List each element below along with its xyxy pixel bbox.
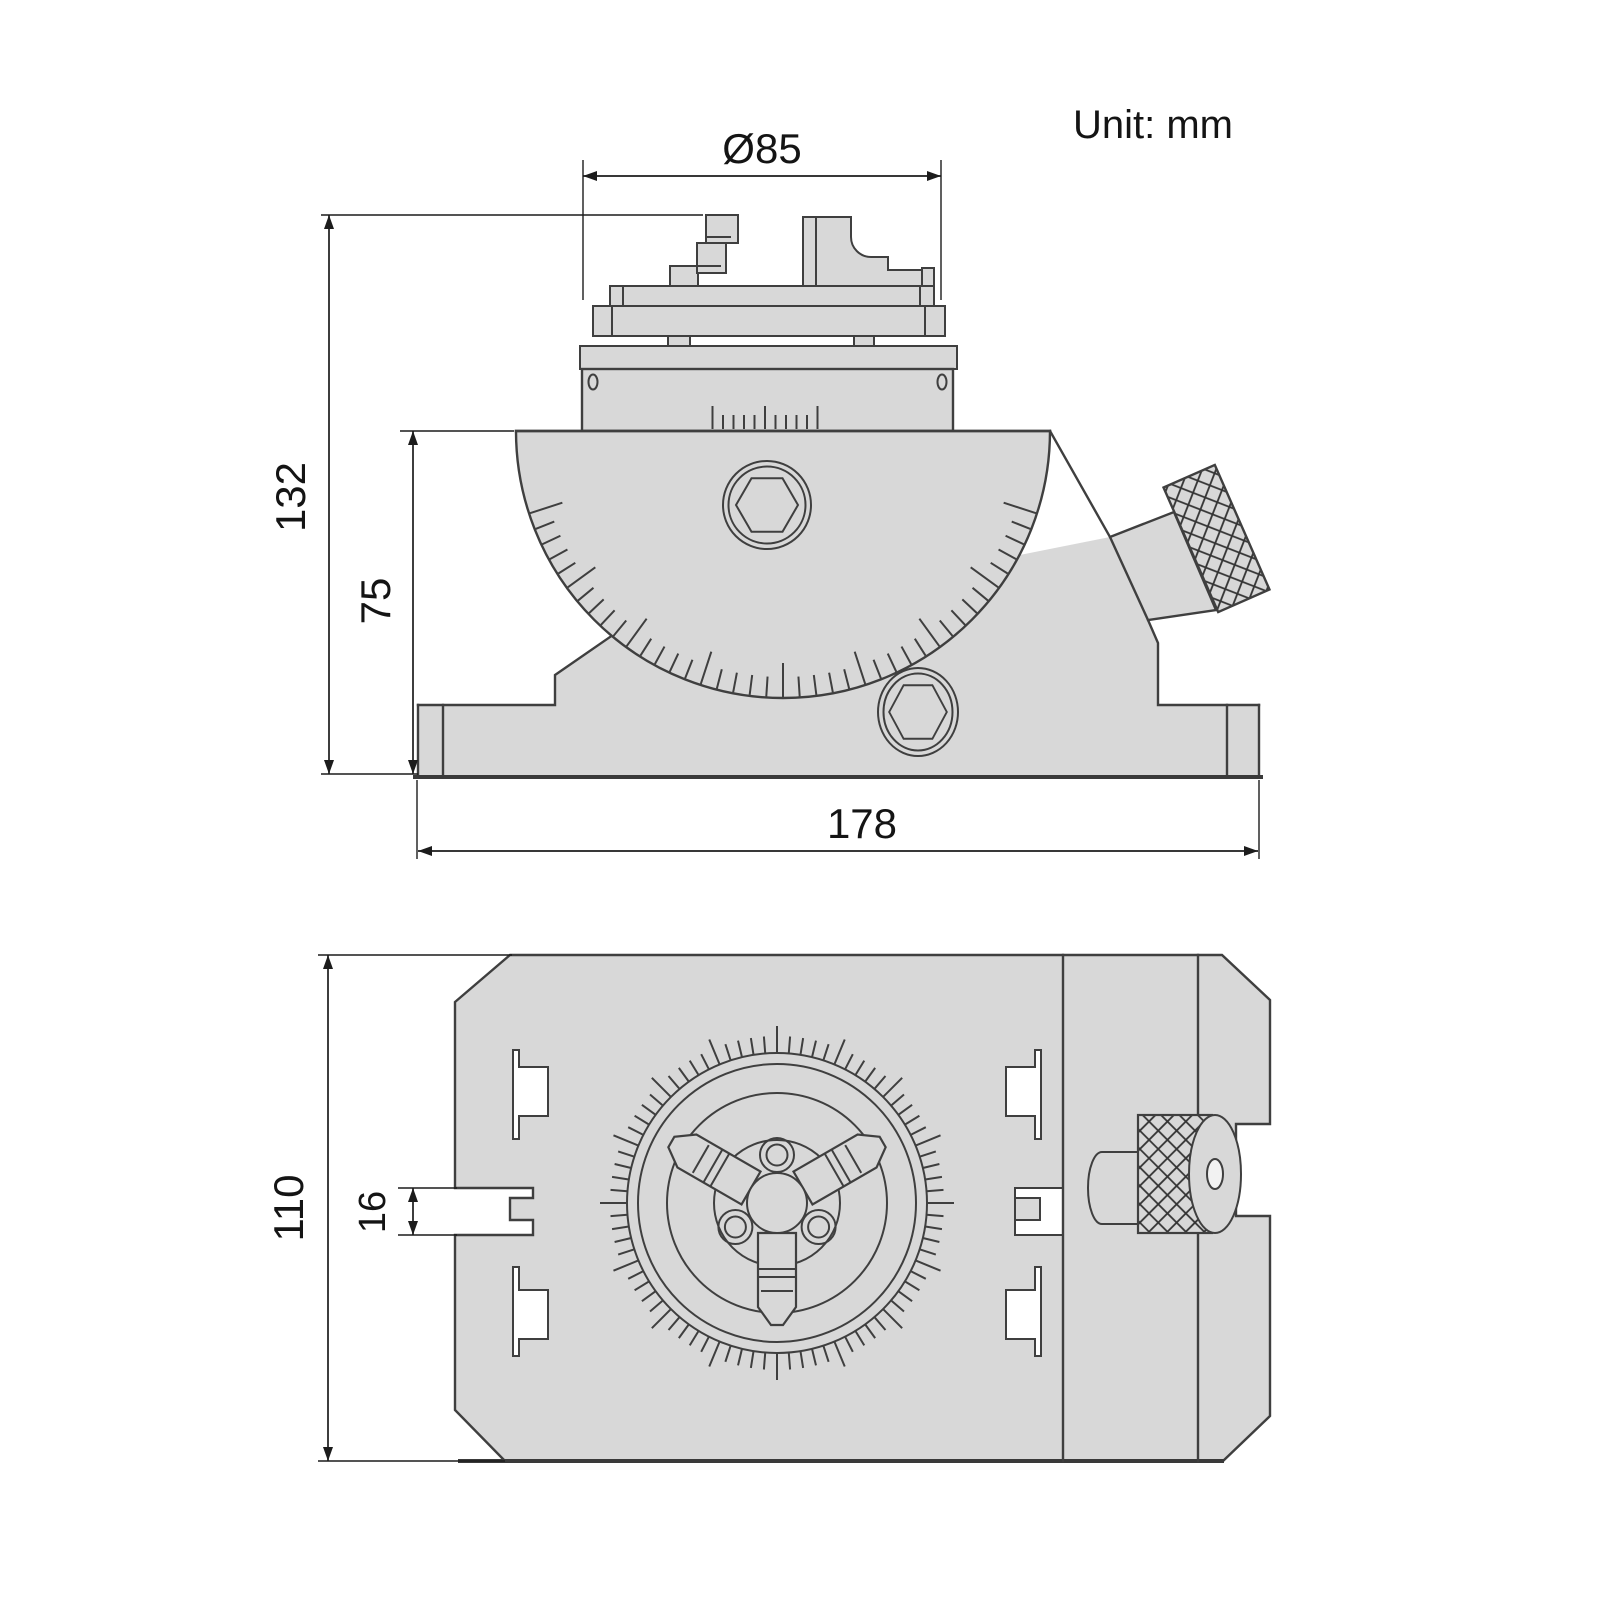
knob-center-hole <box>1206 1158 1224 1190</box>
key-slot-right-tab <box>1014 1197 1041 1221</box>
rotary-table-cylinder <box>580 367 955 433</box>
lock-hex-bolt <box>877 667 959 757</box>
chuck-jaw-arms <box>667 1133 887 1327</box>
pivot-hex-bolt <box>722 460 812 550</box>
chuck-body-disc <box>592 305 946 337</box>
table-screw-right <box>936 373 948 391</box>
table-flange <box>579 345 958 370</box>
dim-label-total-height: 132 <box>267 462 314 532</box>
dim-base-width: 178 <box>416 780 1260 859</box>
chuck-foot-left <box>667 335 691 347</box>
chuck-jaw-step-top <box>705 214 739 244</box>
t-slot-right-lower <box>1005 1266 1042 1357</box>
dim-slot-width: 16 <box>352 1187 457 1236</box>
three-jaw-chuck-side <box>579 214 958 370</box>
protractor-scale <box>529 501 1037 697</box>
t-slot-left-upper <box>512 1049 549 1140</box>
chuck-center-bore <box>746 1172 808 1234</box>
table-screw-left <box>587 373 599 391</box>
t-slot-left-lower <box>512 1266 549 1357</box>
dim-label-swivel-height: 75 <box>352 578 399 625</box>
plan-view: 110 16 <box>265 953 1272 1463</box>
bracket-outline <box>413 429 1263 779</box>
dim-table-diameter: Ø85 <box>582 125 942 300</box>
hex-socket-icon <box>888 684 948 740</box>
swivel-disc <box>514 429 1052 700</box>
chuck-mount-holes <box>717 1137 837 1245</box>
chuck-foot-right <box>853 335 875 347</box>
hex-socket-icon <box>734 477 800 533</box>
t-slot-right-upper <box>1005 1049 1042 1140</box>
side-view: Ø85 132 75 178 <box>267 125 1272 859</box>
dial-scale-ticks <box>600 1026 954 1380</box>
chuck-jaw-right <box>802 216 931 287</box>
unit-label: Unit: mm <box>1073 103 1233 147</box>
dial-and-chuck <box>600 1026 954 1380</box>
knurled-knob-side <box>1161 463 1272 614</box>
dim-swivel-height: 75 <box>352 430 514 774</box>
chuck-jaw-step-mid <box>696 242 727 274</box>
plate-outline <box>453 953 1272 1463</box>
dim-body-depth: 110 <box>265 954 512 1462</box>
dim-label-base-width: 178 <box>827 800 897 847</box>
vernier-scale <box>711 406 819 429</box>
chuck-top-plate <box>609 285 935 307</box>
dim-label-slot-width: 16 <box>352 1191 394 1233</box>
dim-label-body-depth: 110 <box>265 1175 312 1242</box>
knurled-knob-plan <box>1087 1113 1242 1235</box>
dim-label-diameter: Ø85 <box>722 125 801 172</box>
dim-total-height: 132 <box>267 214 703 775</box>
knob-shaft <box>1087 1151 1141 1225</box>
